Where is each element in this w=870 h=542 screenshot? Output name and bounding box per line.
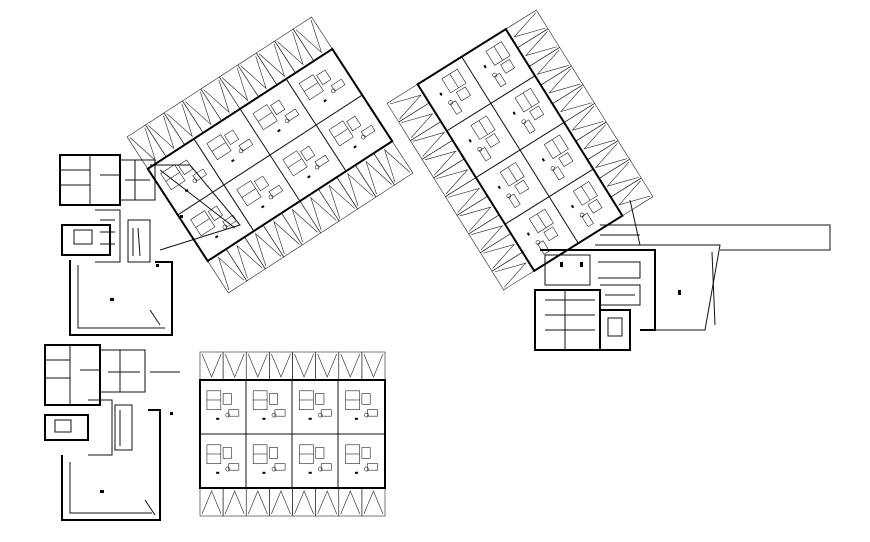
tower-plan-straight-bottom (199, 351, 386, 517)
podium-plan-top-left (59, 154, 241, 336)
tower-plan-rotated-right (386, 9, 654, 291)
tower-plan-rotated-left (126, 16, 414, 294)
podium-plan-bottom-left (44, 344, 180, 521)
podium-plan-right (534, 199, 831, 351)
